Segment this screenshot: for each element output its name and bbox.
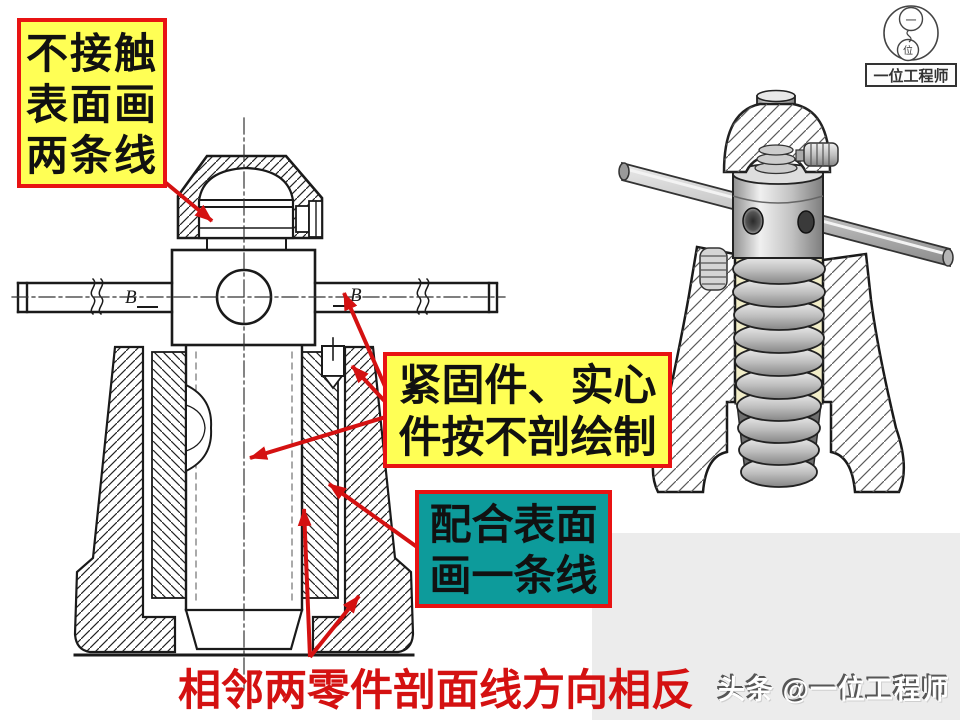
callout-line: 紧固件、实心 [398, 362, 657, 410]
callout-line: 两条线 [25, 132, 158, 180]
bar-hole-left [742, 207, 764, 235]
callout-line: 件按不剖绘制 [398, 414, 657, 463]
callout-line: 画一条线 [429, 552, 598, 600]
caption-adjacent-hatching: 相邻两零件剖面线方向相反 [178, 667, 694, 715]
nut-bushing-left-section [151, 351, 187, 599]
jack-base-left-section [73, 345, 177, 654]
handle-label-right: B [350, 285, 362, 306]
base-knurled-screw-3d [699, 247, 728, 291]
bar-hole-right [797, 210, 815, 234]
callout-line: 不接触 [25, 30, 158, 77]
jack-base-right-section [311, 345, 415, 654]
cap-knurled-screw-3d [795, 142, 839, 167]
callout-line: 表面画 [25, 81, 158, 129]
screw-head-3d [732, 163, 824, 259]
callout-non-contact-surfaces: 不接触 表面画 两条线 [17, 18, 167, 188]
cutaway-3d-illustration [618, 89, 954, 494]
callout-fasteners-unsectioned: 紧固件、实心 件按不剖绘制 [383, 352, 672, 468]
screw-ball-head [197, 166, 295, 240]
arrow-hatching-right [308, 594, 361, 659]
logo-squiggle [906, 29, 912, 43]
arrow-hatching-left [297, 508, 312, 658]
logo-top-char: 一 [906, 15, 917, 27]
callout-mating-surfaces: 配合表面 画一条线 [415, 490, 612, 608]
cap-set-screw [295, 200, 323, 238]
callout-line: 配合表面 [429, 501, 598, 548]
collar-rings [754, 144, 798, 175]
base-set-screw [321, 337, 345, 390]
logo-label: 一位工程师 [873, 67, 948, 85]
screw-shaft-tip [184, 608, 304, 651]
screw-thread-coils [732, 253, 826, 488]
nut-bushing-right-section [301, 351, 339, 599]
watermark-toutiao: 头条 @一位工程师 [718, 675, 950, 705]
arrow-solid-screw [249, 414, 390, 460]
sectional-view-drawing: B B [11, 117, 506, 691]
arrow-non-contact [158, 176, 214, 223]
thread-profile [185, 383, 213, 473]
logo-bottom-char: 位 [903, 44, 913, 57]
engineer-logo: 一 位 一位工程师 [865, 5, 957, 87]
footer-gray-panel [592, 533, 960, 720]
arrow-mating-surface [327, 482, 419, 549]
